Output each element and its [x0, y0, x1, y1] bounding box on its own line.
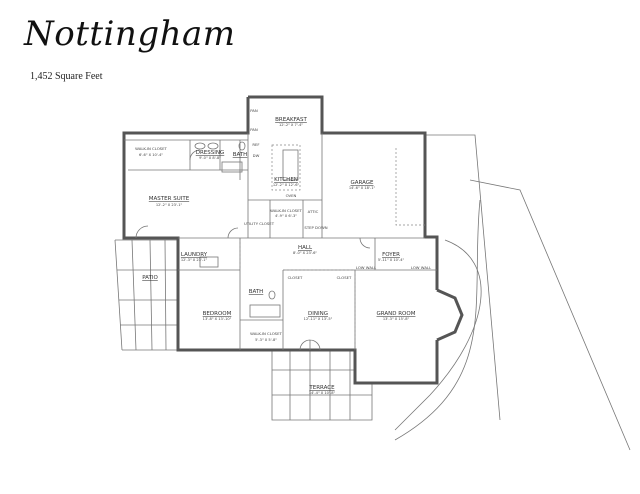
- plan-title: Nottingham: [24, 14, 236, 54]
- room-utility-closet: UTILITY CLOSET: [244, 221, 275, 226]
- walls: [122, 95, 464, 385]
- room-dims: 12'-11" X 13'-5": [304, 317, 333, 321]
- room-dims: 13'-3" X 15'-8": [383, 317, 410, 321]
- room-master-bath: BATH: [233, 152, 248, 158]
- room-terrace: TERRACE: [308, 385, 335, 391]
- sink-icon: [207, 142, 219, 150]
- room-dims: 9'-0" X 8'-8": [199, 156, 221, 160]
- room-foyer: FOYER: [382, 252, 400, 258]
- low-wall-label: LOW WALL: [356, 265, 377, 270]
- room-laundry: LAUNDRY: [181, 252, 208, 258]
- low-wall-label: LOW WALL: [411, 265, 432, 270]
- room-closet: CLOSET: [288, 275, 303, 280]
- room-dims: 14'-4" X 10'-8": [309, 391, 336, 395]
- doors: [135, 149, 371, 351]
- room-dims: 12'-2" X 23'-1": [156, 203, 183, 207]
- room-kitchen: KITCHEN: [274, 177, 298, 183]
- room-dims: 4'-9" X 6'-3": [275, 214, 297, 218]
- room-dims: 14'-6" X 18'-1": [349, 186, 376, 190]
- room-master-suite: MASTER SUITE: [149, 196, 190, 202]
- room-dressing: DRESSING: [196, 150, 225, 156]
- room-bedroom-closet: WALK-IN CLOSET: [250, 331, 282, 336]
- room-dims: 13'-8" X 13'-10": [203, 317, 232, 321]
- fixtures: [194, 141, 299, 318]
- square-feet: 1,452 Square Feet: [30, 71, 103, 82]
- sink-icon: [194, 142, 206, 150]
- room-closet: CLOSET: [337, 275, 352, 280]
- room-attic: ATTIC: [308, 209, 319, 214]
- bathtub-icon: [249, 304, 281, 318]
- room-dims: 5'-11" X 10'-4": [378, 258, 405, 262]
- room-bedroom: BEDROOM: [203, 311, 232, 317]
- refrigerator-label: REF: [252, 142, 259, 147]
- pantry-label: PAN: [250, 127, 258, 132]
- room-grand-room: GRAND ROOM: [377, 311, 416, 317]
- room-breakfast: BREAKFAST: [275, 117, 307, 123]
- room-dims: 12'-2" X 12'-6": [273, 183, 300, 187]
- kitchen-island: [282, 149, 299, 181]
- room-dims: 12'-3" X 23'-1": [181, 258, 208, 262]
- step-down-label: STEP DOWN: [304, 225, 327, 230]
- room-bath: BATH: [249, 289, 264, 295]
- room-dims: 8'-0" X 23'-6": [293, 251, 317, 255]
- terrace-area: [271, 350, 373, 421]
- pantry-label: PAN: [250, 108, 258, 113]
- room-labels: BREAKFAST 12'-2" X 7'-4" DRESSING 9'-0" …: [135, 117, 432, 395]
- room-dining: DINING: [308, 311, 328, 317]
- room-patio: PATIO: [142, 275, 158, 281]
- toilet-icon: [238, 141, 246, 151]
- driveway: [394, 134, 631, 451]
- room-master-closet: WALK-IN CLOSET: [135, 146, 167, 151]
- washer-dryer: [199, 256, 219, 268]
- shower-icon: [221, 161, 243, 173]
- room-dims: 6'-6" X 10'-4": [139, 153, 163, 157]
- room-kitchen-closet: WALK-IN CLOSET: [270, 208, 302, 213]
- room-garage: GARAGE: [350, 180, 374, 186]
- oven-label: OVEN: [286, 193, 297, 198]
- toilet-icon: [268, 290, 276, 300]
- room-dims: 5'-3" X 5'-8": [255, 338, 277, 342]
- patio-area: [114, 239, 178, 351]
- room-dims: 12'-2" X 7'-4": [279, 123, 303, 127]
- dishwasher-label: DW: [253, 153, 260, 158]
- room-hall: HALL: [298, 245, 313, 251]
